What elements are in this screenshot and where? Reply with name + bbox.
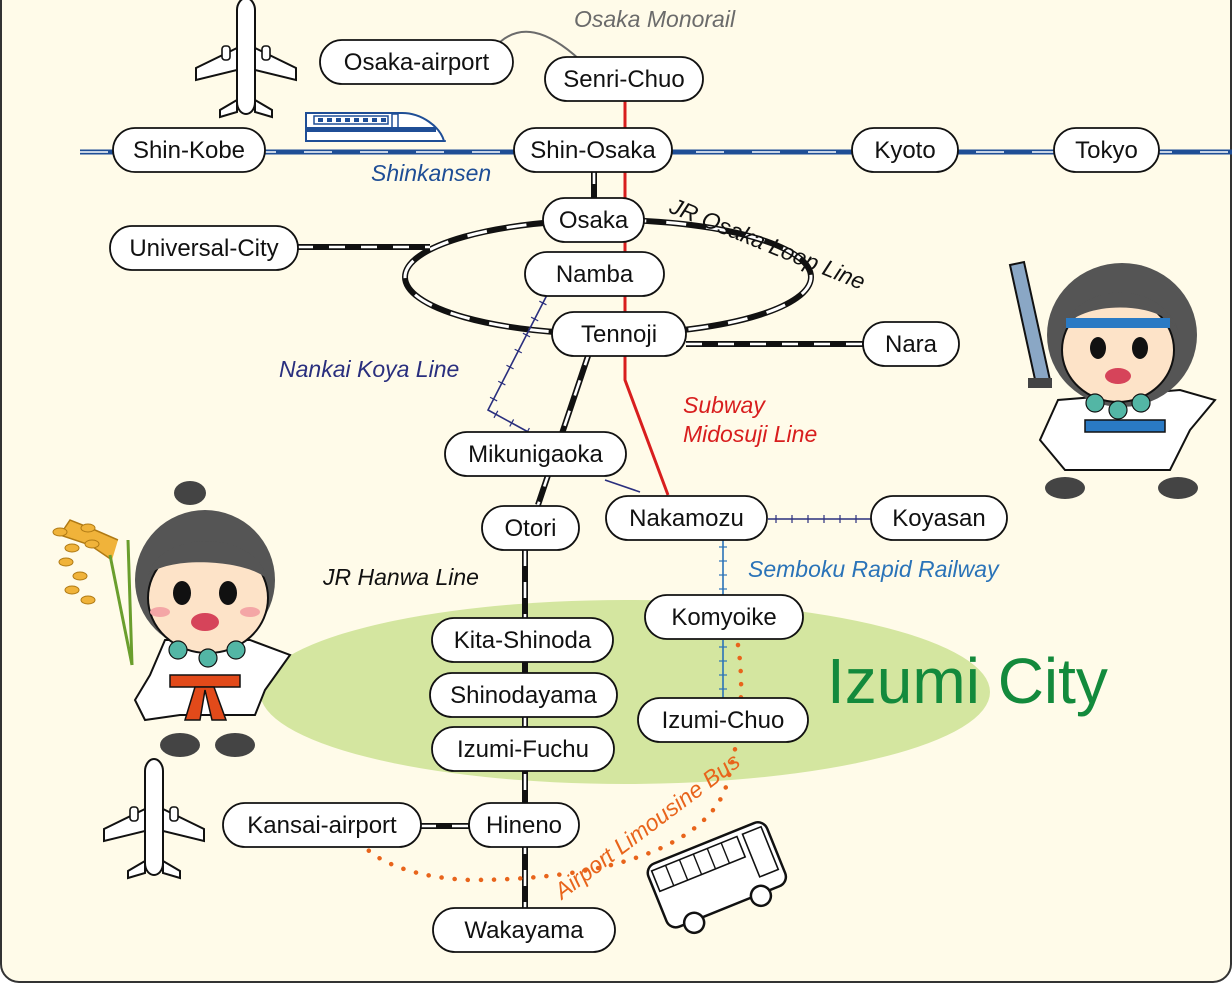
station-box	[605, 495, 768, 541]
station-kita-shinoda: Kita-Shinoda	[431, 617, 614, 663]
station-label: Kita-Shinoda	[454, 627, 592, 654]
station-izumi-fuchu: Izumi-Fuchu	[431, 726, 615, 772]
station-box	[431, 617, 614, 663]
station-shin-osaka: Shin-Osaka	[513, 127, 673, 173]
station-box	[524, 251, 665, 297]
station-box	[637, 697, 809, 743]
station-kansai-airport: Kansai-airport	[222, 802, 422, 848]
nankai-koya-line-label: Nankai Koya Line	[279, 356, 459, 382]
station-label: Tokyo	[1075, 137, 1138, 164]
station-label: Mikunigaoka	[468, 441, 603, 468]
station-box	[544, 56, 704, 102]
station-label: Wakayama	[464, 917, 584, 944]
station-box	[644, 594, 804, 640]
station-label: Shin-Osaka	[530, 137, 656, 164]
subway-midosuji-line	[623, 95, 670, 496]
station-osaka: Osaka	[542, 197, 645, 243]
station-box	[1053, 127, 1160, 173]
station-box	[542, 197, 645, 243]
station-box	[109, 225, 299, 271]
mascot-boy-icon	[1008, 260, 1217, 499]
semboku-label: Semboku Rapid Railway	[748, 556, 1000, 582]
station-nara: Nara	[862, 321, 960, 367]
station-box	[481, 505, 580, 551]
station-label: Osaka-airport	[344, 49, 490, 76]
station-label: Namba	[556, 261, 634, 288]
station-komyoike: Komyoike	[644, 594, 804, 640]
station-mikunigaoka: Mikunigaoka	[444, 431, 627, 477]
station-label: Senri-Chuo	[563, 66, 684, 93]
station-wakayama: Wakayama	[432, 907, 616, 953]
station-box	[513, 127, 673, 173]
station-box	[431, 726, 615, 772]
station-box	[429, 672, 618, 718]
semboku-rapid-railway-line	[719, 515, 872, 698]
station-nakamozu: Nakamozu	[605, 495, 768, 541]
bus-icon	[646, 821, 788, 935]
station-box	[222, 802, 422, 848]
station-label: Izumi-Chuo	[662, 707, 785, 734]
subway-midosuji-label-1: Subway	[683, 392, 766, 418]
station-box	[870, 495, 1008, 541]
station-label: Kyoto	[874, 137, 935, 164]
station-box	[444, 431, 627, 477]
shinkansen-train-icon	[305, 112, 446, 142]
station-hineno: Hineno	[468, 802, 580, 848]
station-box	[319, 39, 514, 85]
airplane-icon	[103, 757, 205, 880]
station-koyasan: Koyasan	[870, 495, 1008, 541]
station-label: Nara	[885, 331, 938, 358]
station-box	[862, 321, 960, 367]
station-izumi-chuo: Izumi-Chuo	[637, 697, 809, 743]
airplane-icon	[195, 0, 297, 119]
osaka-monorail-label: Osaka Monorail	[574, 6, 736, 32]
station-box	[851, 127, 959, 173]
station-label: Universal-City	[129, 235, 278, 262]
station-label: Hineno	[486, 812, 562, 839]
station-label: Komyoike	[671, 604, 776, 631]
station-label: Izumi-Fuchu	[457, 736, 589, 763]
station-box	[432, 907, 616, 953]
station-label: Nakamozu	[629, 505, 744, 532]
station-tokyo: Tokyo	[1053, 127, 1160, 173]
station-kyoto: Kyoto	[851, 127, 959, 173]
station-label: Kansai-airport	[247, 812, 397, 839]
station-shinodayama: Shinodayama	[429, 672, 618, 718]
station-box	[551, 311, 687, 357]
station-label: Koyasan	[892, 505, 985, 532]
jr-hanwa-line-label: JR Hanwa Line	[322, 564, 479, 590]
station-tennoji: Tennoji	[551, 311, 687, 357]
station-box	[468, 802, 580, 848]
station-osaka-airport: Osaka-airport	[319, 39, 514, 85]
station-label: Tennoji	[581, 321, 657, 348]
station-box	[112, 127, 266, 173]
station-label: Otori	[504, 515, 556, 542]
station-label: Shinodayama	[450, 682, 597, 709]
mascot-girl-icon	[52, 481, 292, 757]
shinkansen-label: Shinkansen	[371, 160, 491, 186]
station-shin-kobe: Shin-Kobe	[112, 127, 266, 173]
osaka-monorail-line	[499, 30, 581, 61]
station-senri-chuo: Senri-Chuo	[544, 56, 704, 102]
station-label: Osaka	[559, 207, 629, 234]
station-namba: Namba	[524, 251, 665, 297]
station-label: Shin-Kobe	[133, 137, 245, 164]
izumi-city-label: Izumi City	[827, 645, 1108, 717]
subway-midosuji-label-2: Midosuji Line	[683, 421, 817, 447]
station-otori: Otori	[481, 505, 580, 551]
station-universal-city: Universal-City	[109, 225, 299, 271]
